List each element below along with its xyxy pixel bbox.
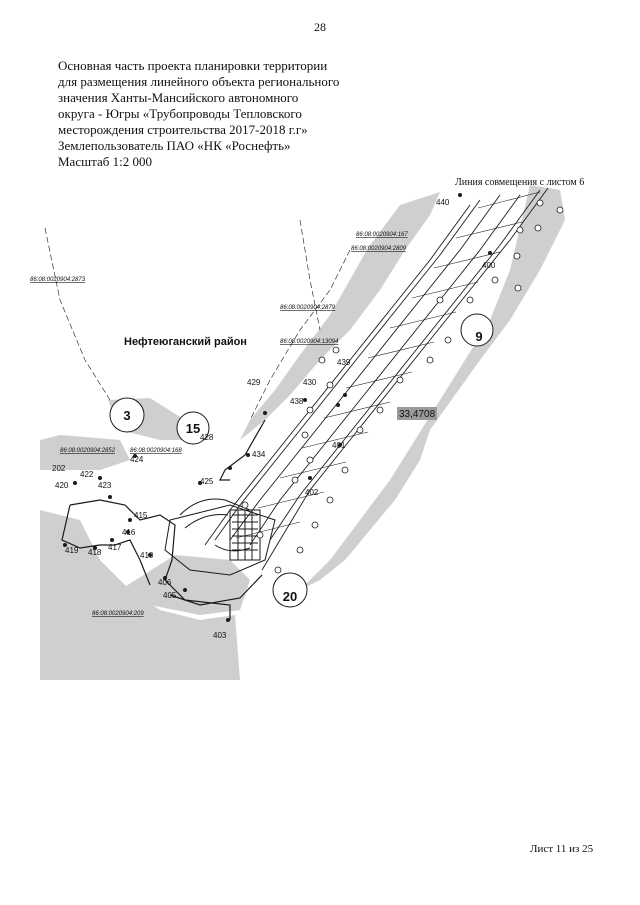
parcel-boundary <box>61 419 266 620</box>
point-label: 400 <box>482 261 496 270</box>
zone-circle-3 <box>109 397 145 433</box>
area-badge-bg <box>397 407 437 420</box>
boundary-points <box>63 193 492 622</box>
cadastral-label: 86:08:0020904:168 <box>130 448 182 454</box>
cadastral-label: 86:08:0020904:13094 <box>280 339 339 345</box>
zone-circle-9 <box>460 313 494 347</box>
point-label: 406 <box>158 578 172 587</box>
point-label: 438 <box>290 397 304 406</box>
point-label: 430 <box>303 378 317 387</box>
scale-line: Масштаб 1:2 000 <box>58 154 152 169</box>
point-label: 417 <box>108 543 122 552</box>
sheet-number: Лист 11 из 25 <box>530 843 594 855</box>
page-number: 28 <box>314 20 326 34</box>
cadastral-label: 86:08:0020904:2809 <box>351 246 407 252</box>
header-line: для размещения линейного объекта региона… <box>58 74 340 89</box>
zone-circle-15 <box>176 411 210 445</box>
point-label: 405 <box>163 591 177 600</box>
land-user-line: Землепользователь ПАО «НК «Роснефть» <box>58 138 291 153</box>
point-label: 419 <box>65 546 79 555</box>
zone-circles <box>109 313 494 608</box>
header-line: Основная часть проекта планировки террит… <box>58 58 328 73</box>
header-line: округа - Югры «Трубопроводы Тепловского <box>58 106 302 121</box>
point-label: 410 <box>140 551 154 560</box>
match-line-label: Линия совмещения с листом 6 <box>455 177 585 188</box>
document-header: Основная часть проекта планировки террит… <box>58 58 358 170</box>
boundary-lines <box>44 219 351 421</box>
zone-label: 3 <box>123 408 130 423</box>
cadastral-label: 86:08:0020904:209 <box>92 611 144 617</box>
point-label: 202 <box>52 464 66 473</box>
point-label: 440 <box>436 198 450 207</box>
point-label: 422 <box>80 470 94 479</box>
point-label: 429 <box>247 378 261 387</box>
header-line: месторождения строительства 2017-2018 г.… <box>58 122 308 137</box>
point-label: 439 <box>337 358 351 367</box>
corridor-crosslines <box>235 191 541 539</box>
zone-label: 20 <box>283 589 297 604</box>
point-label: 425 <box>200 477 214 486</box>
point-label: 424 <box>130 455 144 464</box>
point-label: 403 <box>213 631 227 640</box>
tree-markers <box>241 199 564 574</box>
cadastral-label: 86:08:0020904:167 <box>356 232 408 238</box>
cadastral-label: 86:08:0020904:2852 <box>60 448 116 454</box>
header-line: значения Ханты-Мансийского автономного <box>58 90 299 105</box>
facility-site <box>164 498 276 576</box>
district-label: Нефтеюганский район <box>124 336 247 348</box>
point-label: 423 <box>98 481 112 490</box>
cadastral-label: 86:08:0020904:2873 <box>30 277 86 283</box>
point-label: 418 <box>88 548 102 557</box>
point-label: 434 <box>252 450 266 459</box>
point-label: 401 <box>332 441 346 450</box>
point-label: 415 <box>134 511 148 520</box>
cadastral-label: 86:08:0020904:2879 <box>280 305 336 311</box>
area-badge: 33,4708 <box>399 409 436 420</box>
shaded-territory <box>40 185 565 680</box>
point-label: 416 <box>122 528 136 537</box>
zone-circle-20 <box>272 572 308 608</box>
point-label: 420 <box>55 481 69 490</box>
zone-label: 9 <box>475 329 482 344</box>
point-label: 402 <box>305 488 319 497</box>
point-label: 428 <box>200 433 214 442</box>
zone-label: 15 <box>186 421 200 436</box>
